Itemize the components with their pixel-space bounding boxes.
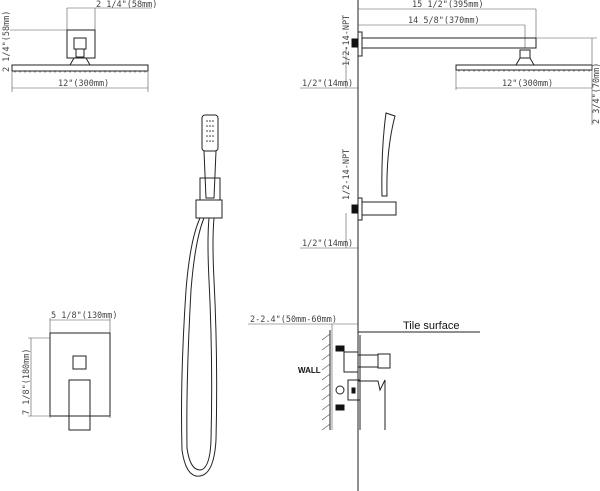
wall-label: WALL	[298, 366, 321, 375]
rain-head-top-view: 2 1/4"(58mm) 2 1/4"(58mm) 12"(300mm)	[2, 0, 157, 92]
arm-length-dimension: 14 5/8"(370mm)	[408, 16, 480, 26]
offset-top-dimension: 1/2"(14mm)	[302, 79, 353, 89]
head-width-dimension: 12"(300mm)	[58, 79, 109, 89]
plate-width-dimension: 5 1/8"(130mm)	[51, 311, 118, 321]
wall-hatch	[321, 333, 331, 431]
thread-mid-label: 1/2-14-NPT	[342, 149, 352, 200]
arm-width-dimension: 2 1/4"(58mm)	[96, 0, 157, 10]
thread-top-label: 1/2-14-NPT	[342, 15, 352, 66]
valve-section-view: 2-2.4"(50mm-60mm) Tile surface WALL	[248, 315, 480, 431]
offset-mid-dimension: 1/2"(14mm)	[302, 239, 353, 249]
head-drop-dimension: 2 3/4"(70mm)	[592, 63, 600, 124]
tile-surface-label: Tile surface	[403, 320, 459, 332]
valve-depth-dimension: 2-2.4"(50mm-60mm)	[250, 315, 337, 325]
arm-total-length-dimension: 15 1/2"(395mm)	[412, 0, 484, 10]
plate-height-dimension: 7 1/8"(180mm)	[22, 348, 32, 415]
shower-arm-side-view: 15 1/2"(395mm) 14 5/8"(370mm) 1/2-14-NPT…	[300, 0, 600, 125]
head-height-dimension: 2 1/4"(58mm)	[2, 11, 12, 72]
hand-shower-side-view: 1/2-14-NPT 1/2"(14mm)	[300, 112, 397, 249]
trim-plate-front-view: 5 1/8"(130mm) 7 1/8"(180mm)	[22, 311, 118, 431]
hand-shower-front-view	[181, 114, 223, 477]
side-head-width-dimension: 12"(300mm)	[502, 79, 553, 89]
